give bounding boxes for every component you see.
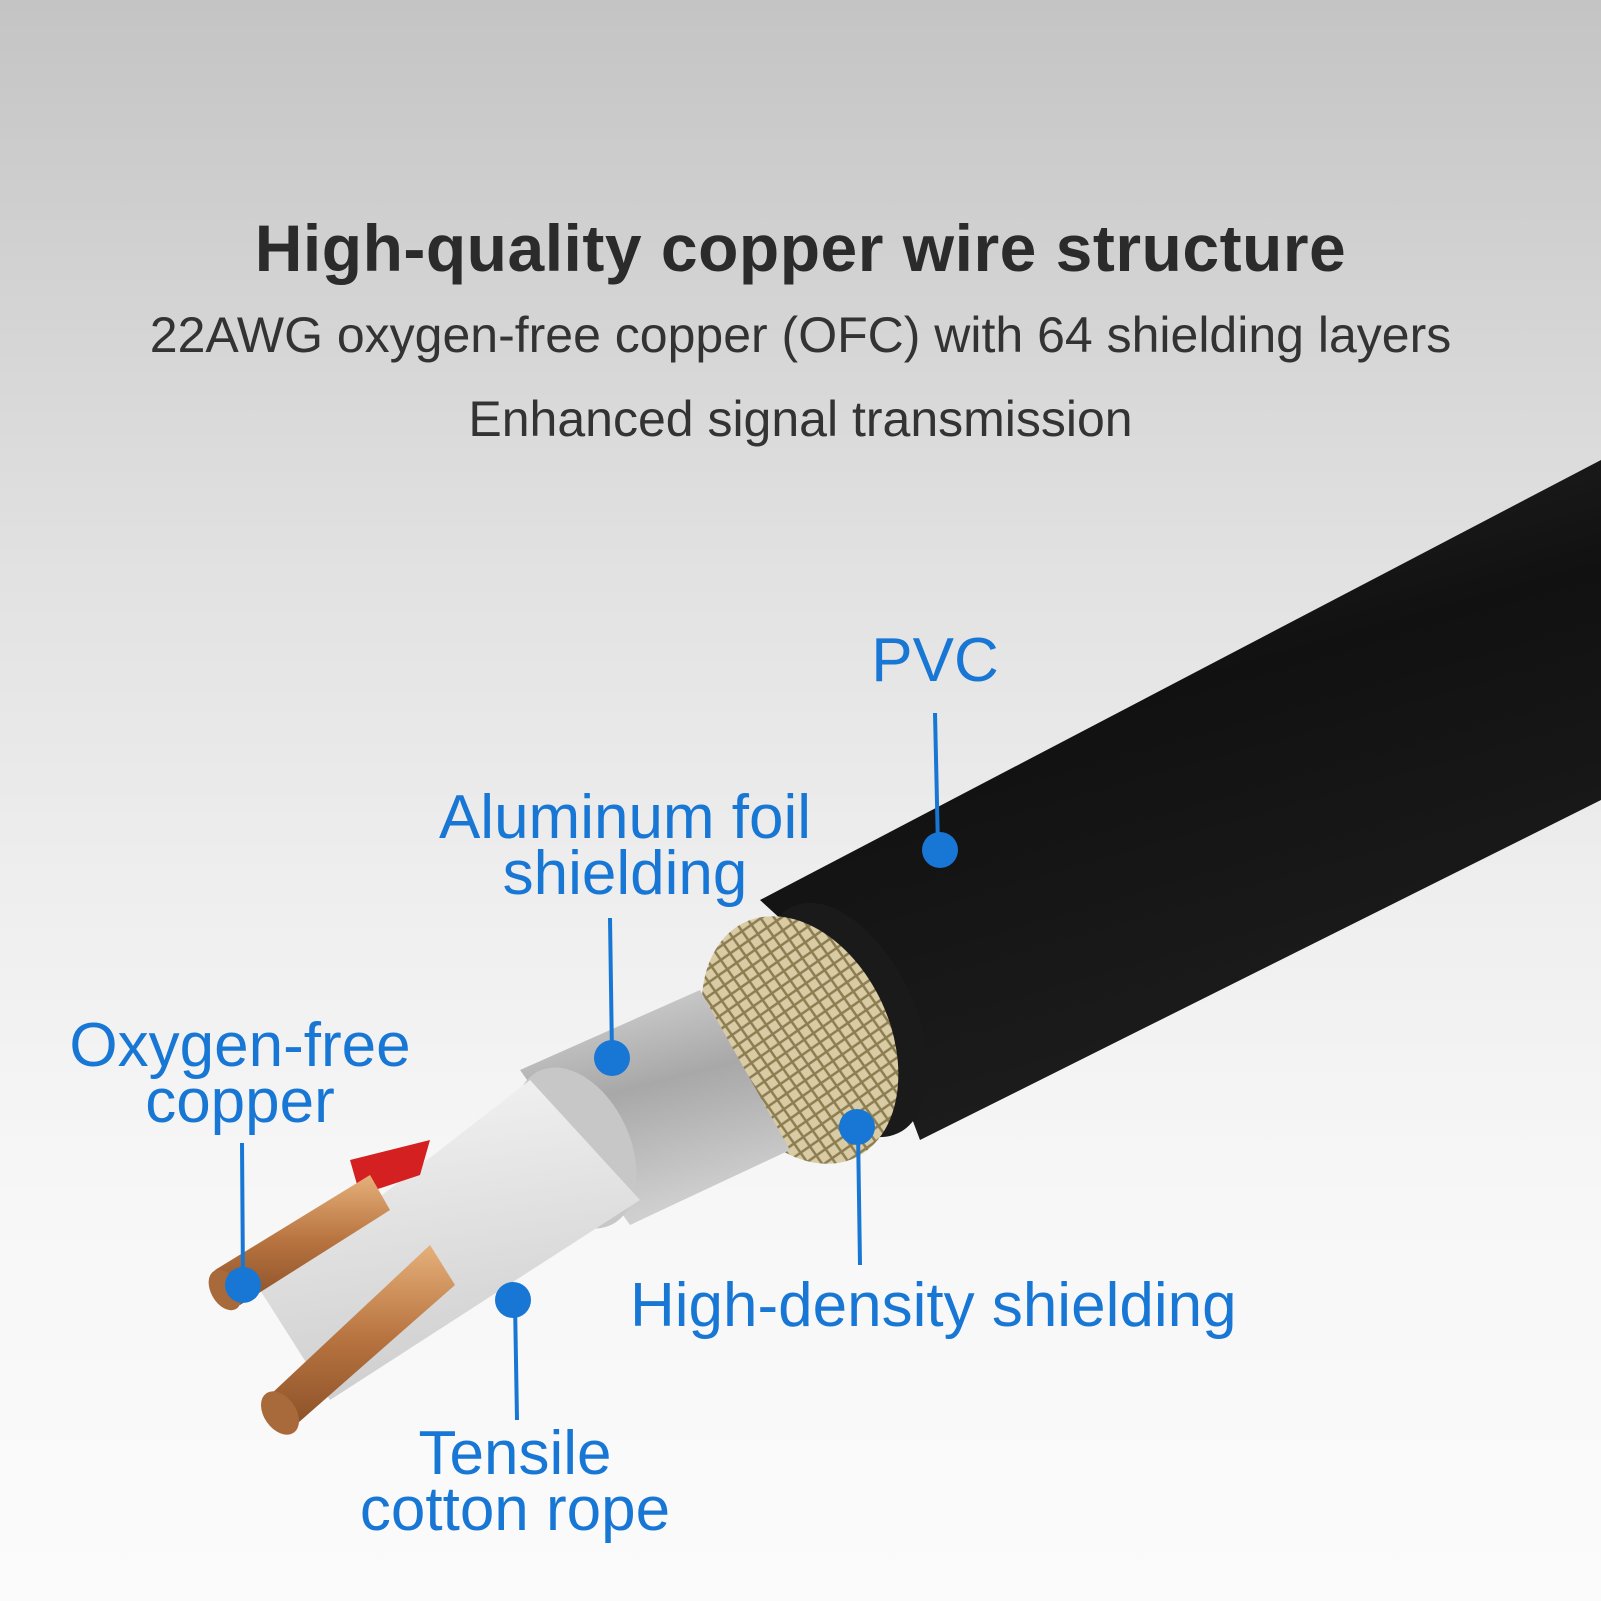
aluminum-pointer-line (608, 917, 614, 1056)
label-aluminum-foil: Aluminum foil shielding (410, 783, 840, 908)
label-oxygen-line2: copper (145, 1067, 335, 1136)
oxygen-pointer-line (240, 1142, 245, 1284)
label-tensile-line2: cotton rope (359, 1475, 671, 1544)
page-subtitle: 22AWG oxygen-free copper (OFC) with 64 s… (149, 307, 1452, 363)
label-pvc: PVC (860, 626, 1010, 695)
high-density-pointer-line (856, 1129, 862, 1266)
pvc-jacket (760, 460, 1601, 1140)
label-tensile-cotton-rope: Tensile cotton rope (330, 1419, 700, 1544)
copper-conductor-1 (215, 1175, 390, 1305)
label-oxygen-line1: Oxygen-free (69, 1011, 411, 1080)
label-pvc-text: PVC (871, 626, 999, 695)
label-aluminum-line2: shielding (502, 839, 748, 908)
pvc-pointer-dot (922, 832, 958, 868)
tensile-pointer-dot (495, 1282, 531, 1318)
page-title: High-quality copper wire structure (254, 211, 1347, 285)
label-high-density-shielding: High-density shielding (630, 1271, 1320, 1340)
label-tensile-line1: Tensile (418, 1419, 612, 1488)
label-oxygen-free-copper: Oxygen-free copper (40, 1011, 440, 1136)
copper-conductor-2 (270, 1245, 455, 1430)
page-subtitle-secondary: Enhanced signal transmission (468, 391, 1133, 447)
pvc-pointer-line (933, 712, 940, 849)
oxygen-pointer-dot (225, 1267, 261, 1303)
label-high-density-text: High-density shielding (630, 1271, 1237, 1340)
label-aluminum-line1: Aluminum foil (438, 783, 812, 852)
aluminum-pointer-dot (594, 1040, 630, 1076)
tensile-pointer-line (513, 1301, 519, 1421)
aluminum-foil (520, 990, 790, 1225)
high-density-pointer-dot (839, 1109, 875, 1145)
